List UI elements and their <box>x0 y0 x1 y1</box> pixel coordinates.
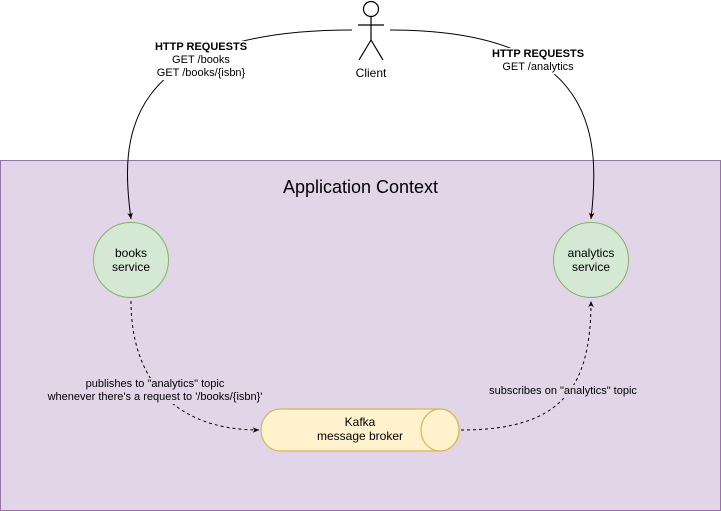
edge-books-to-kafka[interactable] <box>130 300 260 433</box>
edge-label-kafka-to-analytics: subscribes on "analytics" topic <box>478 385 648 398</box>
get-book-by-isbn-label: GET /books/{isbn} <box>156 67 246 79</box>
publishes-label-line1: publishes to "analytics" topic <box>85 378 225 390</box>
get-analytics-label: GET /analytics <box>502 61 574 73</box>
context-title: Application Context <box>282 177 439 197</box>
application-context-boundary <box>0 160 721 511</box>
books-service-label-line2: service <box>111 260 150 274</box>
get-books-label: GET /books <box>172 54 230 66</box>
edge-client-to-analytics[interactable] <box>389 29 595 220</box>
subscribes-label: subscribes on "analytics" topic <box>489 385 637 397</box>
http-requests-heading-analytics: HTTP REQUESTS <box>491 48 585 60</box>
edge-label-client-to-analytics: HTTP REQUESTS GET /analytics <box>468 48 608 74</box>
client-label: Client <box>355 66 387 80</box>
kafka-label-line2: message broker <box>316 429 404 443</box>
edge-client-to-books[interactable] <box>126 29 353 220</box>
kafka-label: Kafka message broker <box>270 415 450 443</box>
client-actor-icon[interactable] <box>358 0 384 61</box>
kafka-label-line1: Kafka <box>344 415 376 429</box>
kafka-broker-shape[interactable] <box>260 408 460 452</box>
books-service-label-line1: books <box>114 246 148 260</box>
publishes-label-line2: whenever there's a request to '/books/{i… <box>47 391 263 403</box>
edge-label-books-to-kafka: publishes to "analytics" topic whenever … <box>20 378 290 404</box>
books-service-node[interactable]: books service <box>93 222 169 298</box>
http-requests-heading-books: HTTP REQUESTS <box>154 41 248 53</box>
analytics-service-node[interactable]: analytics service <box>553 222 629 298</box>
analytics-service-label-line1: analytics <box>567 246 615 260</box>
edge-kafka-to-analytics[interactable] <box>460 300 594 431</box>
analytics-service-label-line2: service <box>571 260 610 274</box>
edge-label-client-to-books: HTTP REQUESTS GET /books GET /books/{isb… <box>126 41 276 80</box>
